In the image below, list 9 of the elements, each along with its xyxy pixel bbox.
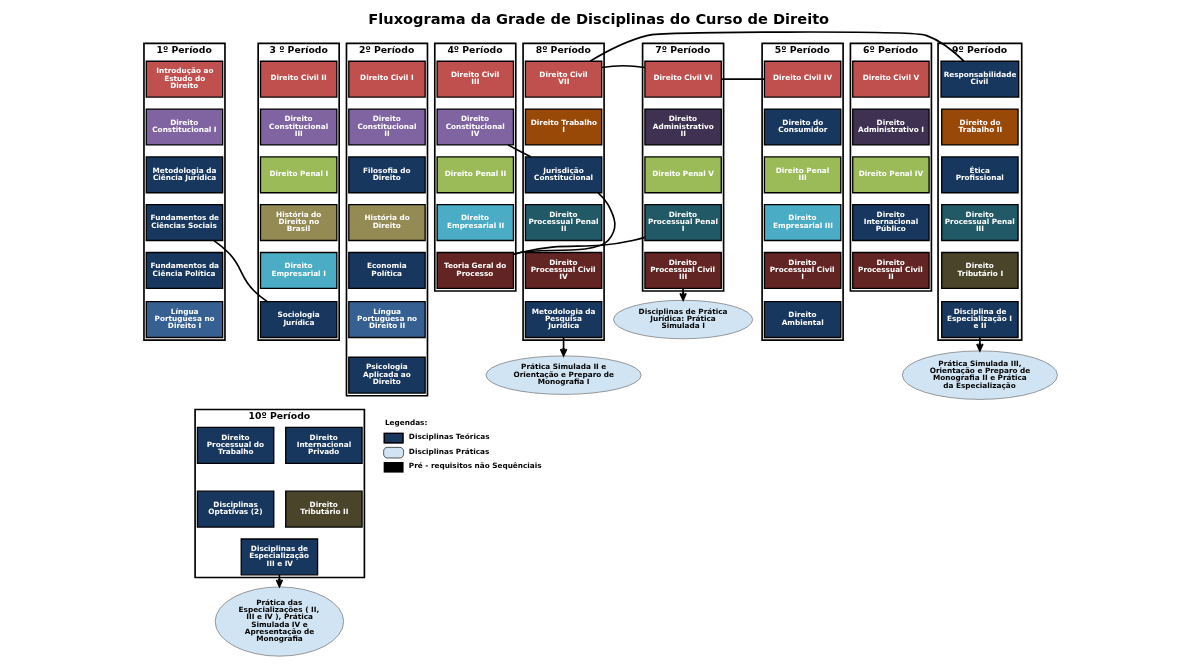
connector <box>506 144 531 158</box>
diagram-title: Fluxograma da Grade de Disciplinas do Curso de Direito <box>367 10 829 28</box>
connector <box>212 239 268 303</box>
arrow <box>975 336 984 352</box>
connector <box>512 191 616 256</box>
connector <box>720 78 765 81</box>
connector <box>512 236 646 256</box>
connector <box>588 31 965 62</box>
connector <box>600 64 646 69</box>
